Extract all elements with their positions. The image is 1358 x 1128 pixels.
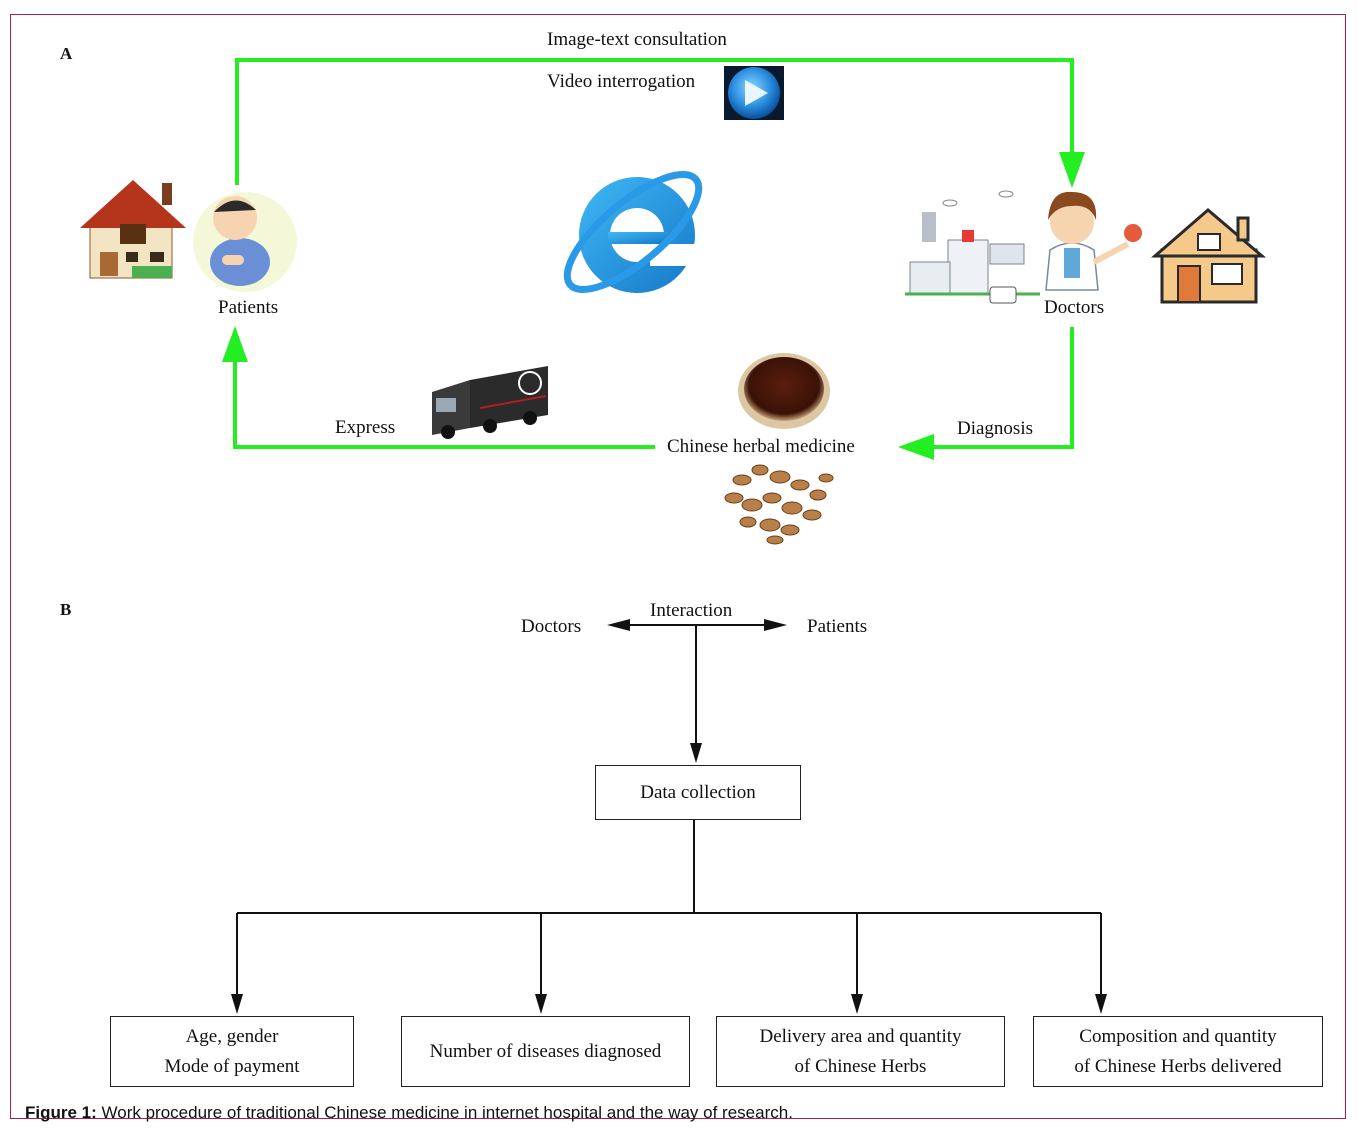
figure-caption-text: Work procedure of traditional Chinese me… [96, 1103, 793, 1122]
arrow-medicine-to-patients [233, 358, 655, 449]
arrowhead-to-patients-b [764, 619, 787, 631]
outcome-box-1-line-2: Mode of payment [164, 1055, 300, 1077]
panel-b-arrowheads [231, 619, 1107, 1014]
hospital-icon [905, 190, 1040, 304]
diagnosis-label: Diagnosis [957, 418, 1033, 439]
outcome-box-1-line-1: Age, gender [185, 1025, 279, 1047]
arrowhead-box-1 [231, 994, 243, 1014]
arrowhead-to-doctors [1059, 152, 1085, 188]
arrowhead-to-medicine [898, 434, 934, 460]
panel-a-cycle-arrows [233, 58, 1074, 449]
figure-caption: Figure 1: Work procedure of traditional … [25, 1103, 793, 1123]
patients-node-label: Patients [807, 616, 868, 637]
panel-a-arrowheads [222, 152, 1085, 460]
arrowhead-to-data-collection [690, 743, 702, 763]
outcome-box-2: Number of diseases diagnosed [401, 1016, 690, 1087]
figure-caption-prefix: Figure 1: [25, 1103, 97, 1122]
panel-b-connectors [236, 624, 1102, 996]
figure-frame [10, 14, 1346, 1119]
doctor-icon [1045, 191, 1142, 291]
video-play-icon [724, 66, 784, 120]
outcome-box-2-line-1: Number of diseases diagnosed [429, 1040, 662, 1062]
interaction-label: Interaction [650, 600, 733, 621]
outcome-box-1: Age, gender Mode of payment [110, 1016, 354, 1087]
panel-a-letter: A [60, 44, 73, 63]
herbal-medicine-bowl-icon [738, 353, 830, 429]
outcome-box-4-line-1: Composition and quantity [1079, 1025, 1277, 1047]
doctor-house-icon [1150, 208, 1267, 304]
outcome-box-3-line-1: Delivery area and quantity [759, 1025, 962, 1047]
arrow-doctors-to-medicine [930, 327, 1074, 449]
data-collection-box: Data collection [595, 765, 801, 820]
arrowhead-to-patients [222, 326, 248, 362]
arrowhead-box-4 [1095, 994, 1107, 1014]
video-interrogation-label: Video interrogation [547, 71, 696, 92]
image-text-consultation-label: Image-text consultation [547, 29, 727, 50]
outcome-box-4-line-2: of Chinese Herbs delivered [1074, 1055, 1282, 1077]
sick-patient-icon [193, 192, 297, 292]
outcome-box-4: Composition and quantity of Chinese Herb… [1033, 1016, 1323, 1087]
chinese-herbal-medicine-label: Chinese herbal medicine [667, 436, 855, 457]
doctors-label: Doctors [1044, 297, 1105, 318]
outcome-box-3-line-2: of Chinese Herbs [794, 1055, 927, 1077]
data-collection-label: Data collection [640, 781, 756, 803]
doctors-node-label: Doctors [521, 616, 582, 637]
panel-b-letter: B [60, 600, 72, 619]
delivery-truck-icon [432, 366, 548, 439]
internet-explorer-icon [563, 170, 703, 294]
herb-slices-icon [724, 464, 834, 545]
express-label: Express [335, 417, 396, 438]
arrowhead-to-doctors-b [607, 619, 630, 631]
arrowhead-box-2 [535, 994, 547, 1014]
patient-house-icon [80, 180, 186, 279]
outcome-box-3: Delivery area and quantity of Chinese He… [716, 1016, 1005, 1087]
patients-label: Patients [218, 297, 279, 318]
arrowhead-box-3 [851, 994, 863, 1014]
arrow-patients-to-doctors [235, 58, 1074, 185]
